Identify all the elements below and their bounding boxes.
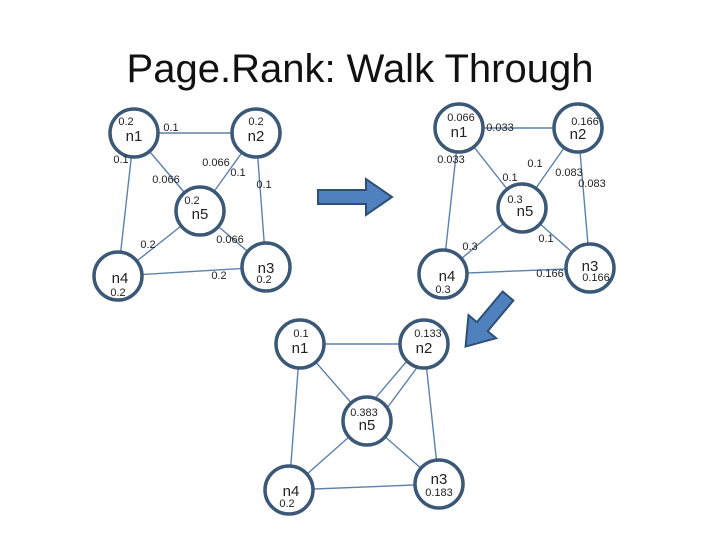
- node-rank: 0.166: [582, 272, 610, 284]
- node-rank: 0.066: [447, 112, 475, 124]
- node-name: n4: [283, 483, 300, 500]
- graph-3-node-n3: n3 0.183: [413, 458, 465, 510]
- edge-label: 0.3: [462, 241, 477, 253]
- edge-label: 0.066: [152, 174, 180, 186]
- node-name: n2: [248, 128, 265, 145]
- node-name: n1: [451, 124, 468, 141]
- graph-3-node-n5: 0.383 n5: [341, 395, 393, 447]
- edge-label: 0.1: [256, 179, 271, 191]
- graph-1: 0.2 n1 0.2 n2 0.2 n5 n4 0.2 n3 0.2 0.2 0…: [92, 107, 292, 302]
- node-circle: [398, 318, 450, 370]
- node-name: n5: [359, 417, 376, 434]
- edge-label: 0.033: [437, 154, 465, 166]
- edge-label: 0.1: [113, 154, 128, 166]
- node-circle: [263, 464, 315, 516]
- edge-label: 0.033: [486, 122, 514, 134]
- node-rank: 0.2: [256, 274, 271, 286]
- graph-2-node-n3: n3 0.166: [564, 242, 616, 294]
- graph-1-node-n5: 0.2 n5: [174, 185, 226, 237]
- edge-label: 0.066: [216, 234, 244, 246]
- graph-1-node-n1: 0.2 n1: [108, 107, 160, 159]
- edge-label: 0.166: [536, 268, 564, 280]
- node-name: n5: [192, 206, 209, 223]
- node-rank: 0.183: [425, 487, 453, 499]
- edge-label: 0.2: [140, 239, 155, 251]
- edge-label: 0.1: [527, 158, 542, 170]
- graph-2-node-n4: n4 0.3: [417, 248, 469, 300]
- graph-2-node-n2: 0.166 n2: [552, 102, 604, 154]
- node-circle: [564, 242, 616, 294]
- graph-1-edge-labels: 0.2 0.1 0.1 0.066 0.1 0.066 0.1 0.066 0.…: [113, 122, 271, 282]
- node-rank: 0.2: [118, 116, 133, 128]
- edge-label: 0.1: [538, 233, 553, 245]
- node-rank: 0.166: [571, 116, 599, 128]
- node-circle: [496, 182, 548, 234]
- graph-3-node-n2: 0.133 n2: [398, 318, 450, 370]
- graph-1-node-n4: n4 0.2: [92, 250, 144, 302]
- node-name: n1: [126, 128, 143, 145]
- edge-label: 0.066: [202, 157, 230, 169]
- node-rank: 0.3: [507, 194, 522, 206]
- edge-label: 0.083: [578, 178, 606, 190]
- node-name: n4: [439, 268, 456, 285]
- graph-3: 0.1 n1 0.133 n2 0.383 n5 n4 0.2 n3 0.183: [263, 318, 465, 516]
- node-circle: [108, 107, 160, 159]
- graph-2: 0.066 n1 0.166 n2 0.3 n5 n4 0.3 n3 0.166…: [417, 102, 616, 300]
- node-rank: 0.2: [184, 195, 199, 207]
- graph-2-node-n1: 0.066 n1: [433, 102, 485, 154]
- edge-label: 0.2: [211, 270, 226, 282]
- graph-2-edge-labels: 0.033 0.033 0.1 0.1 0.083 0.083 0.1 0.3 …: [437, 122, 606, 280]
- arrow-down-left-icon: [464, 290, 515, 348]
- graph-2-node-n5: 0.3 n5: [496, 182, 548, 234]
- node-rank: 0.2: [279, 498, 294, 510]
- graph-1-node-n3: n3 0.2: [240, 241, 292, 293]
- node-circle: [92, 250, 144, 302]
- edge-label: 0.1: [163, 122, 178, 134]
- node-name: n5: [517, 203, 534, 220]
- node-rank: 0.1: [293, 328, 308, 340]
- node-circle: [274, 318, 326, 370]
- node-name: n2: [570, 126, 587, 143]
- node-circle: [341, 395, 393, 447]
- node-circle: [417, 248, 469, 300]
- node-circle: [413, 458, 465, 510]
- node-rank: 0.2: [110, 287, 125, 299]
- edge-label: 0.1: [502, 172, 517, 184]
- node-circle: [552, 102, 604, 154]
- graph-3-node-n1: 0.1 n1: [274, 318, 326, 370]
- node-circle: [240, 241, 292, 293]
- node-name: n4: [112, 270, 129, 287]
- node-name: n1: [292, 340, 309, 357]
- node-rank: 0.2: [248, 116, 263, 128]
- node-name: n2: [416, 340, 433, 357]
- node-circle: [433, 102, 485, 154]
- node-name: n3: [582, 258, 599, 275]
- node-rank: 0.133: [414, 328, 442, 340]
- node-circle: [174, 185, 226, 237]
- graph-1-node-n2: 0.2 n2: [230, 107, 282, 159]
- edge-label: 0.083: [555, 167, 583, 179]
- node-circle: [230, 107, 282, 159]
- node-rank: 0.3: [435, 284, 450, 296]
- edge-label: 0.1: [230, 167, 245, 179]
- slide-title: Page.Rank: Walk Through: [127, 47, 594, 91]
- arrow-right-icon: [317, 177, 394, 217]
- node-name: n3: [258, 260, 275, 277]
- graph-3-node-n4: n4 0.2: [263, 464, 315, 516]
- node-rank: 0.383: [350, 407, 378, 419]
- node-name: n3: [431, 471, 448, 488]
